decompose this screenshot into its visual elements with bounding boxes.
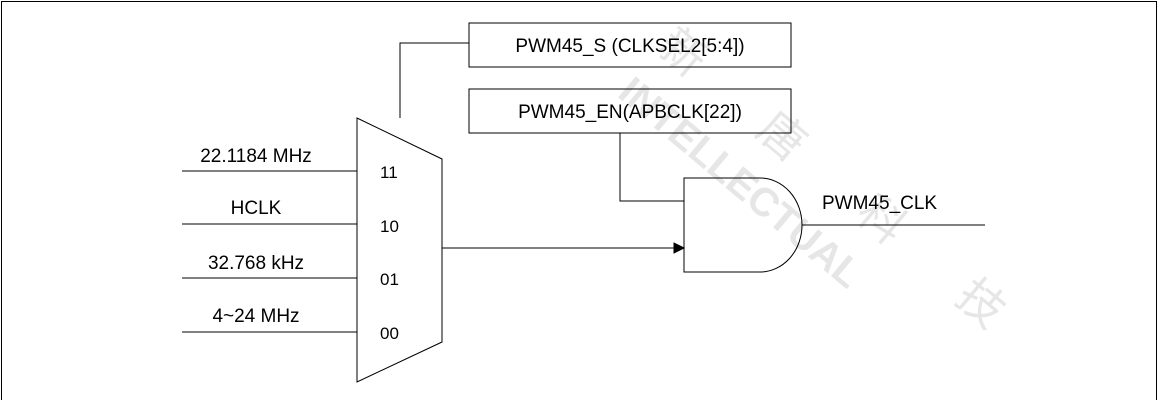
- enable-wire: [619, 133, 684, 202]
- and-gate: [683, 177, 803, 273]
- watermark-char-2: 唐: [747, 100, 817, 171]
- enable-box: [468, 88, 792, 134]
- input-label-22mhz: 22.1184 MHz: [200, 146, 312, 167]
- mux-port-00: 00: [380, 324, 399, 343]
- selector-wire: [399, 42, 469, 118]
- input-label-4-24mhz: 4~24 MHz: [212, 306, 299, 327]
- mux-port-01: 01: [380, 270, 399, 289]
- mux-port-11: 11: [380, 163, 398, 182]
- watermark-char-4: 技: [946, 268, 1016, 339]
- watermark: 新 唐 科 技 INTELLECTUAL: [610, 17, 1016, 339]
- mux: [356, 117, 443, 383]
- mux-port-10: 10: [380, 217, 399, 236]
- arrow-head-icon: [673, 242, 686, 254]
- input-label-32khz: 32.768 kHz: [208, 253, 304, 274]
- selector-box-label: PWM45_S (CLKSEL2[5:4]): [515, 36, 744, 57]
- enable-box-label: PWM45_EN(APBCLK[22]): [518, 102, 742, 123]
- input-label-hclk: HCLK: [231, 198, 282, 219]
- selector-box: [468, 22, 792, 68]
- output-label: PWM45_CLK: [822, 193, 937, 214]
